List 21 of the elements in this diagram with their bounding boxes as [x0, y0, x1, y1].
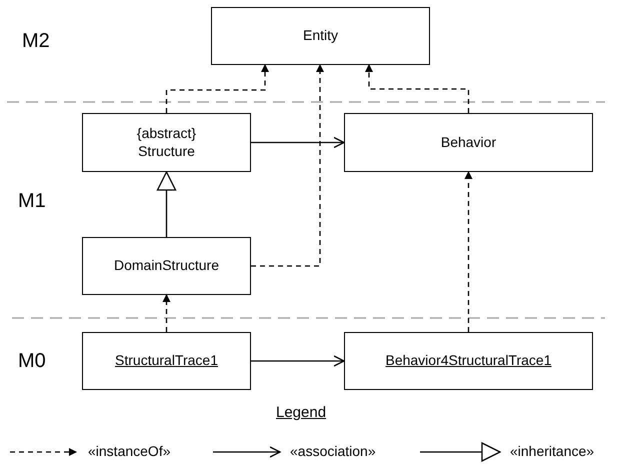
- arrow: [251, 136, 345, 148]
- dashed-arrow: [464, 171, 472, 332]
- level-label: M2: [22, 30, 50, 53]
- class-box: {abstract} Structure: [82, 113, 251, 172]
- class-box: DomainStructure: [82, 237, 251, 295]
- legend-label: «inheritance»: [510, 443, 594, 459]
- dashed-arrow: [162, 294, 170, 332]
- dashed-arrow: [166, 64, 269, 113]
- dashed-arrow: [365, 64, 470, 113]
- legend-title: Legend: [276, 404, 326, 421]
- level-label: M0: [18, 350, 46, 373]
- class-box: Entity: [211, 7, 430, 65]
- class-box: Behavior: [344, 113, 593, 172]
- level-label: M1: [18, 190, 46, 213]
- legend-label: «instanceOf»: [88, 443, 170, 459]
- inheritance-arrow: [156, 171, 176, 237]
- class-box: StructuralTrace1: [82, 332, 251, 390]
- arrow: [251, 355, 345, 367]
- dashed-arrow: [251, 64, 324, 267]
- legend-label: «association»: [290, 443, 376, 459]
- class-box: Behavior4StructuralTrace1: [344, 332, 593, 390]
